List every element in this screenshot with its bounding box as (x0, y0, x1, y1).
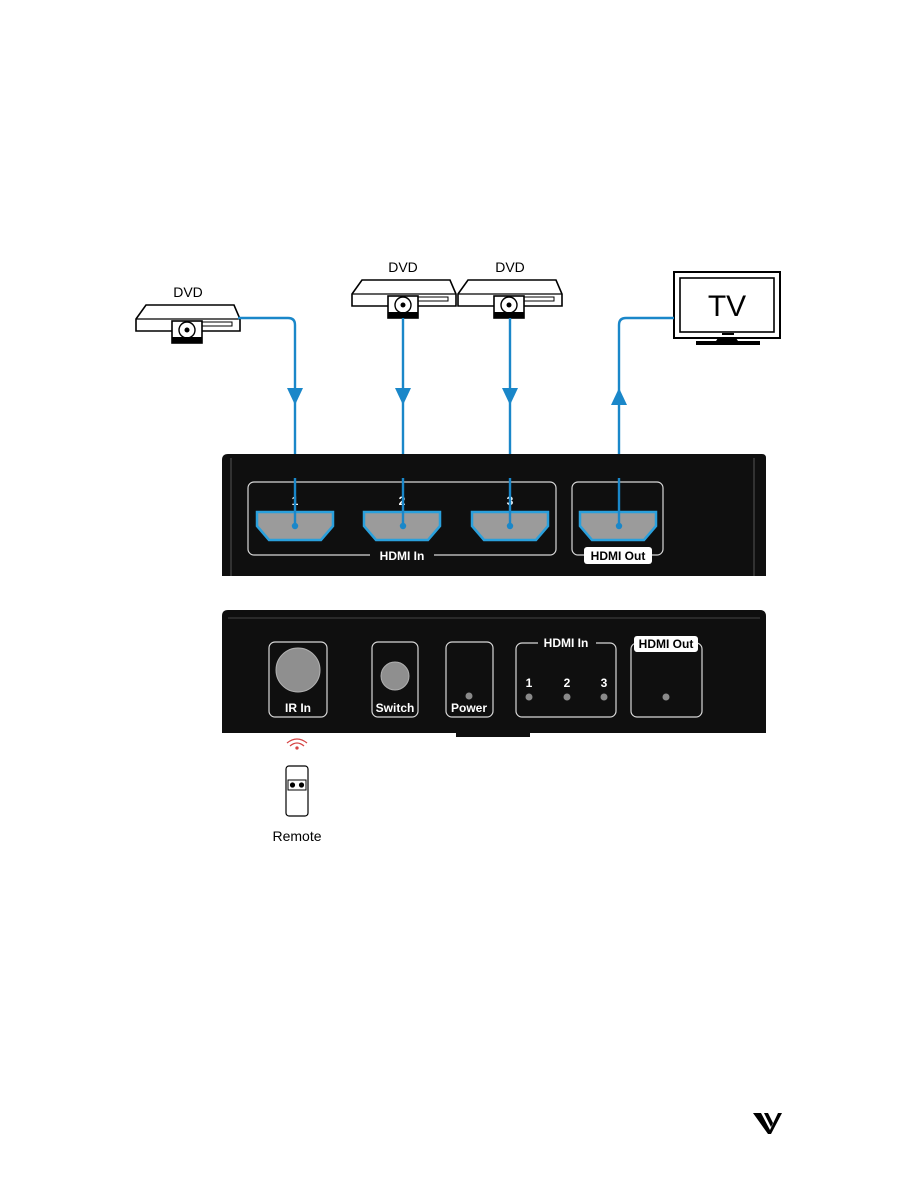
arrow-down-icon (395, 388, 411, 405)
switch-button[interactable] (380, 661, 410, 691)
dvd-player-icon (457, 279, 563, 319)
tv-label: TV (708, 290, 746, 323)
led-2-icon (563, 693, 571, 701)
dvd-1-label: DVD (173, 284, 203, 300)
arrow-up-icon (611, 388, 627, 405)
cable-tv (617, 316, 674, 525)
led-3-icon (600, 693, 608, 701)
remote-label: Remote (272, 828, 321, 844)
led-3-number: 3 (601, 676, 608, 690)
back-panel: HDMI In 1 2 3 HDMI Out (222, 454, 766, 576)
dvd-player-2: DVD (351, 259, 457, 319)
cable-dvd-1 (238, 316, 297, 525)
tv: TV (673, 271, 781, 345)
ir-sensor-icon (275, 647, 321, 693)
dvd-player-3: DVD (457, 259, 563, 319)
ir-in-label: IR In (285, 701, 311, 715)
cable-arrows (287, 388, 627, 405)
power-label: Power (451, 701, 487, 715)
hdmi-out-led-icon (662, 693, 670, 701)
ir-in-window (268, 641, 328, 718)
dvd-2-label: DVD (388, 259, 418, 275)
back-hdmi-out-label: HDMI Out (591, 549, 646, 563)
remote: Remote (272, 738, 322, 844)
led-1-number: 1 (526, 676, 533, 690)
cable-ends (293, 478, 621, 525)
v-logo-icon (753, 1113, 782, 1134)
switch-frame (371, 641, 419, 718)
ir-signal-icon (286, 738, 308, 750)
power-led-icon (465, 692, 473, 700)
front-hdmi-out-label: HDMI Out (639, 637, 694, 651)
power-frame (445, 641, 494, 718)
back-hdmi-in-label: HDMI In (380, 549, 425, 563)
switch-label: Switch (376, 701, 415, 715)
dvd-player-1: DVD (135, 284, 241, 344)
dvd-player-icon (351, 279, 457, 319)
arrow-down-icon (287, 388, 303, 405)
dvd-player-icon (135, 304, 241, 344)
remote-control-icon (285, 765, 309, 817)
arrow-down-icon (502, 388, 518, 405)
front-panel: IR In Switch Power HDMI In 1 2 3 HDMI Ou… (222, 610, 766, 737)
front-hdmi-in-label: HDMI In (544, 636, 589, 650)
dvd-3-label: DVD (495, 259, 525, 275)
led-1-icon (525, 693, 533, 701)
led-2-number: 2 (564, 676, 571, 690)
cable-plugs (291, 522, 623, 530)
